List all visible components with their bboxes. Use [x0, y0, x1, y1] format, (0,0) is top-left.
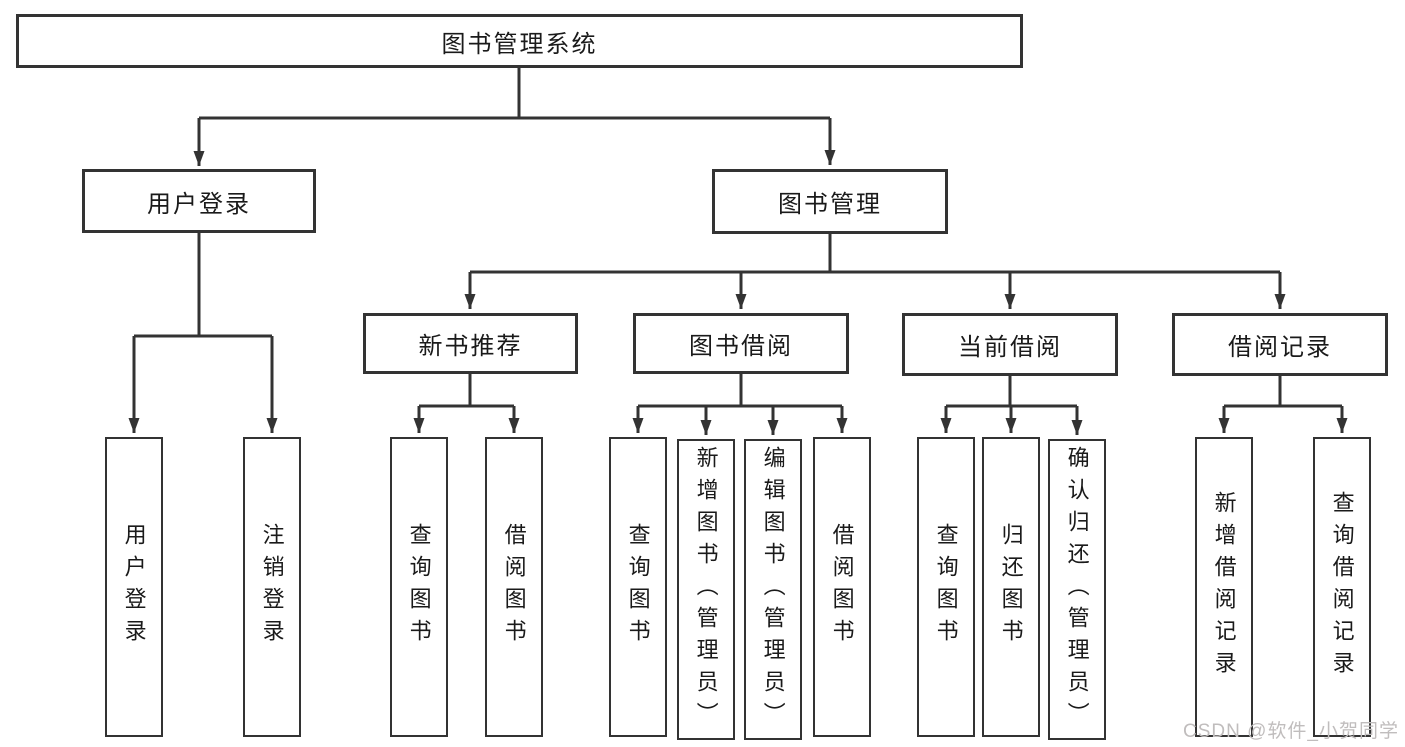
leaf-label: 查询图书	[406, 523, 432, 651]
leaf-label: 新增图书（管理员）	[693, 445, 719, 734]
leaf-label: 查询图书	[933, 523, 959, 651]
node-current-borrow: 当前借阅	[902, 313, 1118, 376]
leaf-label: 归还图书	[998, 523, 1024, 651]
leaf-borrow-book-recommend: 借阅图书	[485, 437, 543, 737]
leaf-add-borrow-record: 新增借阅记录	[1195, 437, 1253, 737]
leaf-label: 借阅图书	[501, 523, 527, 651]
leaf-label: 注销登录	[259, 523, 285, 651]
leaf-query-book-recommend: 查询图书	[390, 437, 448, 737]
leaf-label: 借阅图书	[829, 523, 855, 651]
leaf-label: 确认归还（管理员）	[1064, 445, 1090, 734]
leaf-label: 查询图书	[625, 523, 651, 651]
leaf-return-book: 归还图书	[982, 437, 1040, 737]
leaf-label: 查询借阅记录	[1329, 491, 1355, 683]
node-book-management: 图书管理	[712, 169, 948, 234]
leaf-logout: 注销登录	[243, 437, 301, 737]
node-borrow-records: 借阅记录	[1172, 313, 1388, 376]
leaf-query-book-current: 查询图书	[917, 437, 975, 737]
leaf-add-book-admin: 新增图书（管理员）	[677, 439, 735, 740]
leaf-label: 用户登录	[121, 523, 147, 651]
leaf-query-book-borrow: 查询图书	[609, 437, 667, 737]
csdn-watermark: CSDN @软件_小贺同学	[1183, 721, 1399, 742]
leaf-confirm-return-admin: 确认归还（管理员）	[1048, 439, 1106, 740]
node-user-login: 用户登录	[82, 169, 316, 233]
leaf-user-login: 用户登录	[105, 437, 163, 737]
leaf-label: 编辑图书（管理员）	[760, 445, 786, 734]
leaf-label: 新增借阅记录	[1211, 491, 1237, 683]
leaf-query-borrow-record: 查询借阅记录	[1313, 437, 1371, 737]
node-root-system: 图书管理系统	[16, 14, 1023, 68]
leaf-edit-book-admin: 编辑图书（管理员）	[744, 439, 802, 740]
leaf-borrow-book: 借阅图书	[813, 437, 871, 737]
node-book-borrow: 图书借阅	[633, 313, 849, 374]
node-new-book-recommend: 新书推荐	[363, 313, 578, 374]
